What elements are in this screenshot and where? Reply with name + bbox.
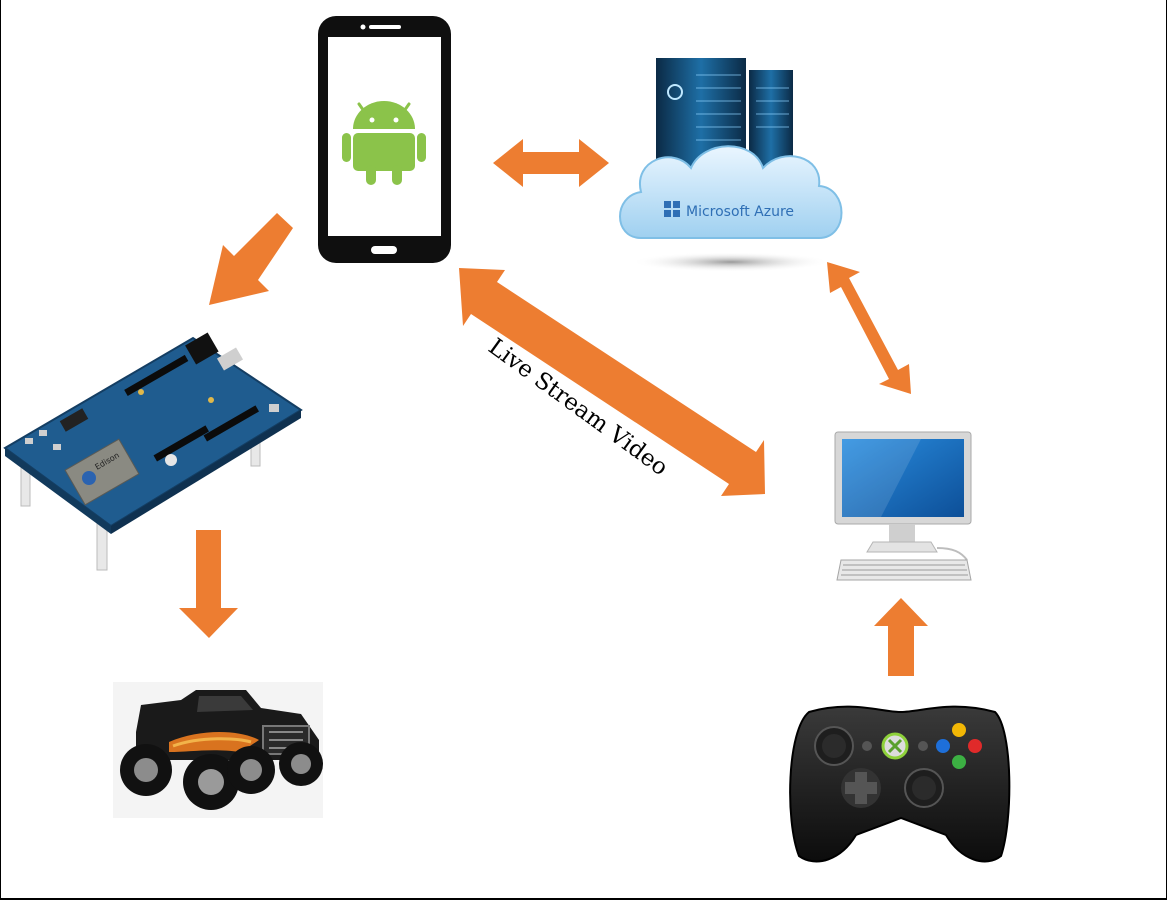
arrow-board-to-car [179,530,238,638]
azure-label: Microsoft Azure [686,204,794,220]
arrow-cloud-computer [827,262,911,394]
dpad-icon [841,768,881,808]
android-phone [318,16,451,263]
intel-edison-board: Edison [5,332,301,570]
keyboard [837,560,971,580]
arrow-phone-cloud [493,139,609,187]
desktop-computer [835,432,971,580]
cloud-server: Microsoft Azure [620,58,842,272]
arrow-phone-to-board [209,213,293,305]
arrow-controller-to-computer [874,598,928,676]
arrow-phone-computer [459,268,765,496]
rc-monster-truck [113,682,323,818]
xbox-controller [790,707,1009,862]
